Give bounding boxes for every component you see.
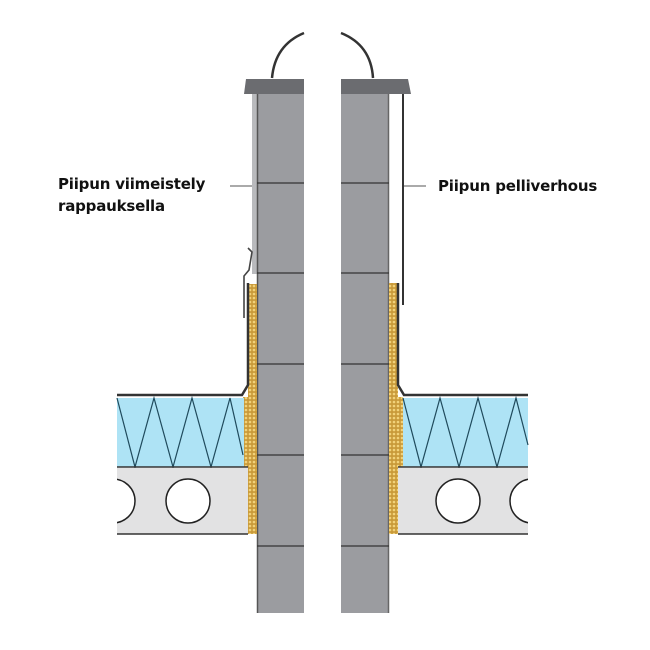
roof-flashing-left [243, 247, 253, 318]
label-render-finish-line1: Piipun viimeistely [58, 175, 206, 193]
label-render-finish-line2: rappauksella [58, 197, 165, 215]
chimney-block-left [257, 94, 304, 613]
slab-cut-right [528, 470, 558, 534]
slab-cut-left [90, 470, 117, 534]
label-sheet-metal-cladding: Piipun pelliverhous [438, 177, 598, 195]
roof-insulation-left [117, 398, 244, 467]
roof-insulation-right [403, 398, 528, 467]
rain-hood-left-arc [270, 31, 305, 79]
fire-insulation-left-lower [243, 397, 249, 467]
insulation-zigzag-left [116, 395, 244, 470]
roof-flashing-right [396, 283, 528, 397]
fire-insulation-left [248, 284, 257, 534]
label-render-finish: Piipun viimeistely rappauksella [58, 173, 205, 217]
insulation-zigzag-right [402, 395, 529, 470]
fire-insulation-right [389, 283, 398, 534]
fire-insulation-right-lower [397, 397, 403, 467]
roof-flashing-left-upturn [117, 283, 250, 397]
chimney-cap-right [341, 79, 411, 94]
render-finish [252, 94, 258, 274]
slab-core-left-2 [165, 478, 211, 524]
slab-core-right-1 [435, 478, 481, 524]
chimney-block-right [341, 94, 389, 613]
block-joints [257, 182, 389, 547]
chimney-cap-left [244, 79, 304, 94]
rain-hood-right-arc [340, 31, 375, 79]
